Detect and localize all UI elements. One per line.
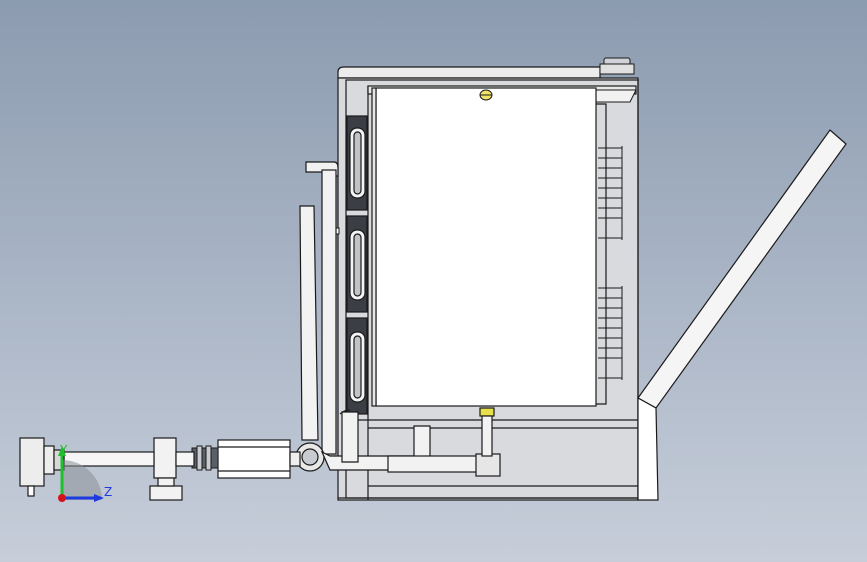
side-rack-upper (598, 146, 623, 240)
open-lid[interactable] (637, 129, 847, 501)
heating-element-top[interactable] (346, 115, 368, 211)
heating-element-bottom[interactable] (346, 317, 368, 415)
z-axis-label: Z (104, 485, 112, 499)
end-flange[interactable] (19, 437, 65, 497)
side-rack-lower (598, 286, 623, 380)
return-pipe[interactable] (299, 161, 339, 455)
top-latch[interactable] (595, 57, 637, 103)
pump-motor[interactable] (217, 439, 301, 479)
shaft-coupling[interactable] (191, 445, 219, 471)
y-axis-label: Y (59, 443, 68, 457)
bearing-block[interactable] (149, 437, 183, 501)
heating-element-middle[interactable] (346, 215, 368, 313)
triad-plane-icon (62, 460, 102, 500)
drain-valve[interactable] (479, 407, 495, 457)
drive-shaft[interactable] (63, 451, 195, 467)
inner-chamber[interactable] (371, 87, 607, 407)
x-axis-origin (58, 494, 66, 502)
orientation-triad[interactable]: Y Z (58, 443, 112, 502)
drain-pipe[interactable] (320, 409, 501, 477)
chamber-knob[interactable] (479, 89, 493, 101)
